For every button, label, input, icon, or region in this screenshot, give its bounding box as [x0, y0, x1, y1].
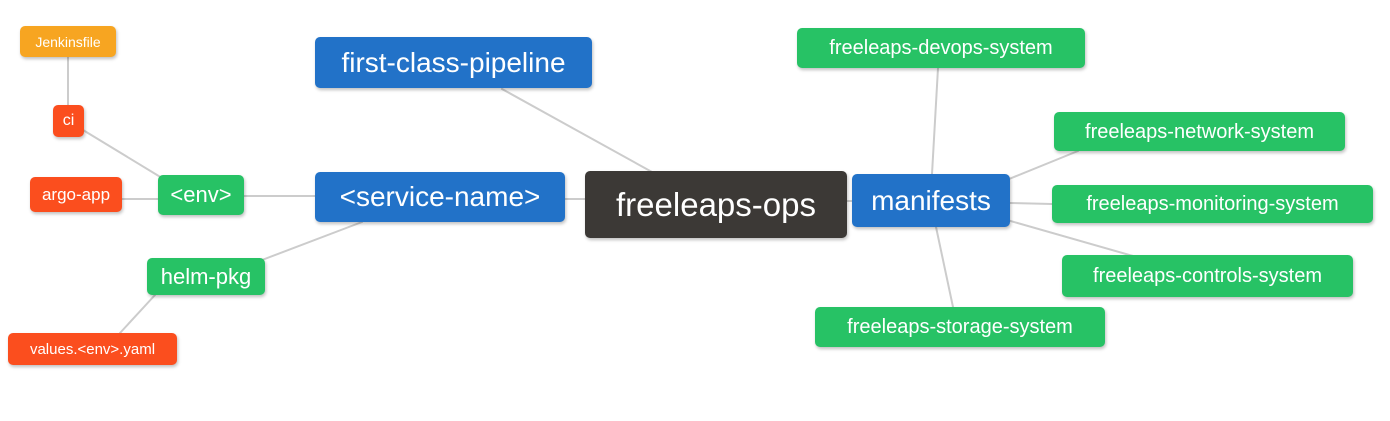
node-values-env-yaml[interactable]: values.<env>.yaml	[8, 333, 177, 365]
node-freeleaps-network-system[interactable]: freeleaps-network-system	[1054, 112, 1345, 151]
edge-first-class-pipeline-to-freeleaps-ops	[501, 88, 653, 173]
edge-manifests-to-freeleaps-storage-system	[935, 226, 954, 308]
node-env[interactable]: <env>	[158, 175, 244, 215]
node-ci[interactable]: ci	[53, 105, 84, 137]
node-freeleaps-storage-system[interactable]: freeleaps-storage-system	[815, 307, 1105, 347]
node-argo-app[interactable]: argo-app	[30, 177, 122, 212]
edge-ci-to-env	[82, 129, 163, 179]
node-freeleaps-ops[interactable]: freeleaps-ops	[585, 171, 847, 238]
node-freeleaps-monitoring-system[interactable]: freeleaps-monitoring-system	[1052, 185, 1373, 223]
edge-manifests-to-freeleaps-controls-system	[1006, 219, 1134, 257]
node-freeleaps-devops-system[interactable]: freeleaps-devops-system	[797, 28, 1085, 68]
node-helm-pkg[interactable]: helm-pkg	[147, 258, 265, 295]
node-first-class-pipeline[interactable]: first-class-pipeline	[315, 37, 592, 88]
edge-service-name-to-helm-pkg	[261, 221, 363, 261]
edge-manifests-to-freeleaps-devops-system	[931, 67, 939, 175]
edge-manifests-to-freeleaps-monitoring-system	[1009, 202, 1053, 205]
node-manifests[interactable]: manifests	[852, 174, 1010, 227]
node-jenkinsfile[interactable]: Jenkinsfile	[20, 26, 116, 57]
node-freeleaps-controls-system[interactable]: freeleaps-controls-system	[1062, 255, 1353, 297]
node-service-name[interactable]: <service-name>	[315, 172, 565, 222]
edge-helm-pkg-to-values-env-yaml	[119, 294, 156, 334]
edge-manifests-to-freeleaps-network-system	[1008, 150, 1079, 180]
